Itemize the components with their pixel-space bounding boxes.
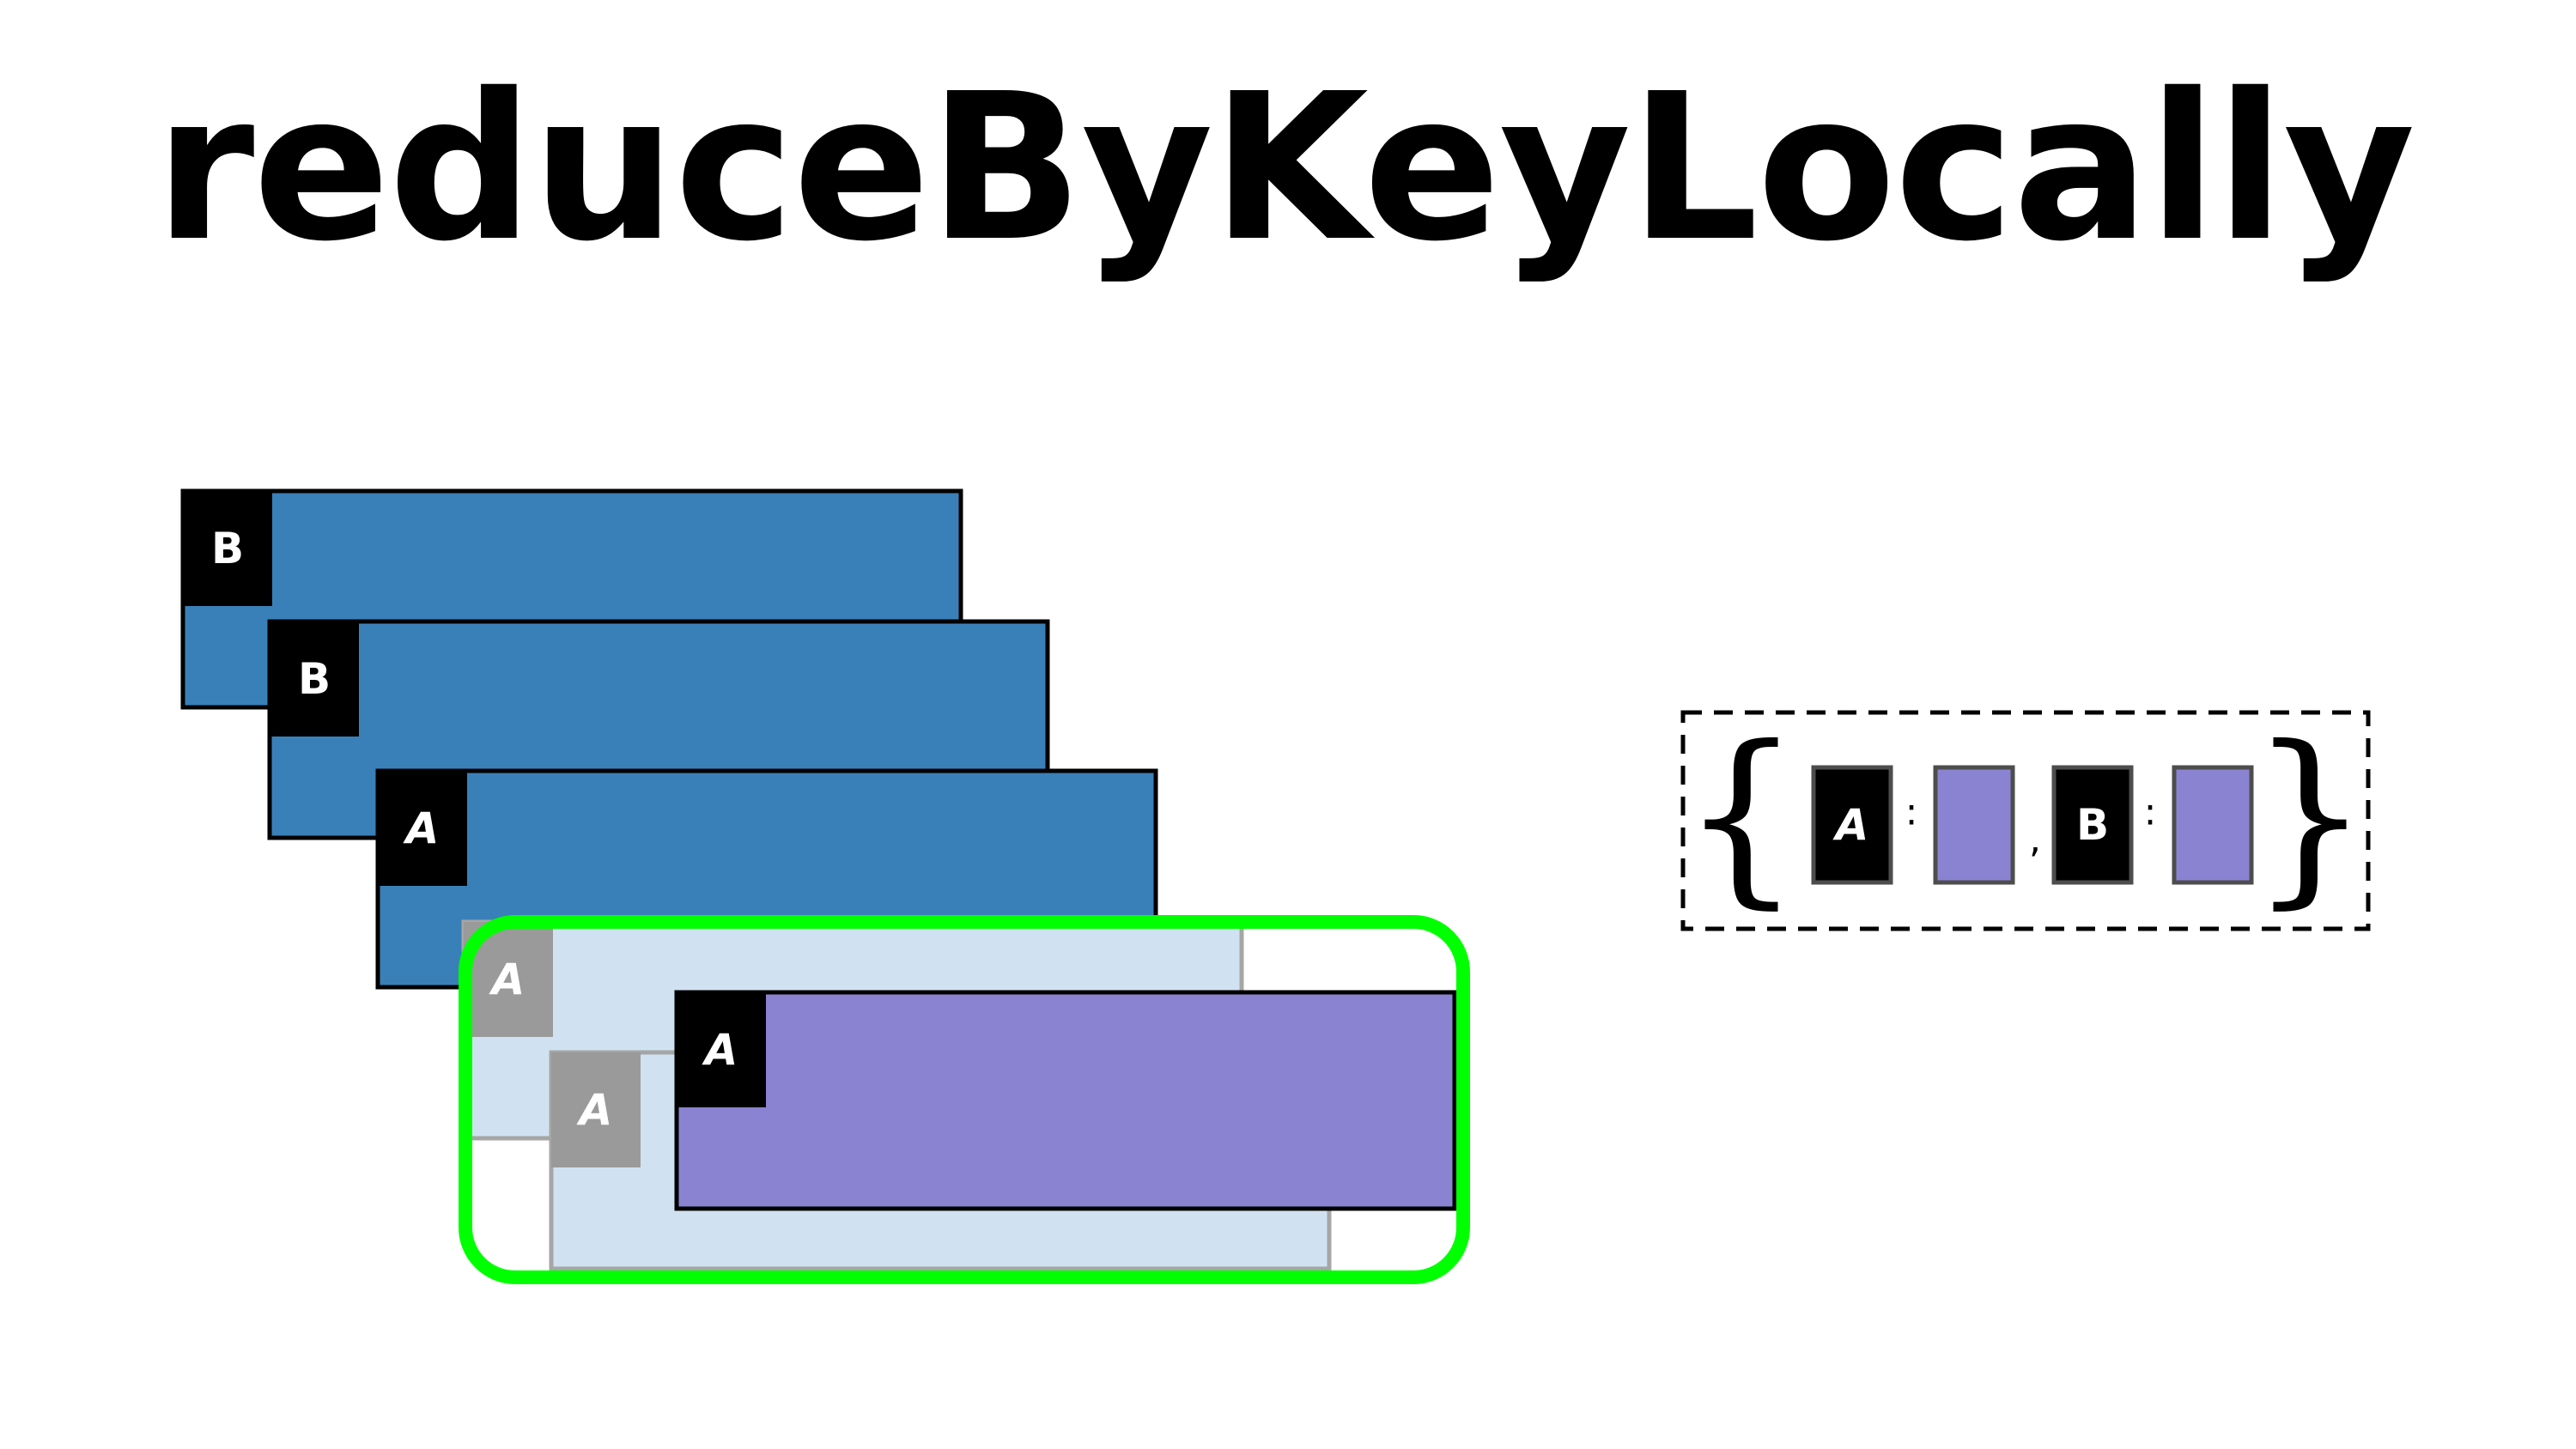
map-key-label-b: B	[2076, 800, 2109, 850]
map-separator-b: :	[2144, 791, 2157, 834]
map-key-box-a	[1811, 765, 1893, 885]
open-brace: {	[1681, 706, 1801, 925]
result-map-border	[1680, 710, 2371, 931]
key-box	[270, 621, 359, 737]
map-separator-a: :	[1905, 791, 1918, 834]
map-value-box-a	[1933, 765, 2015, 885]
map-key-box-b	[2051, 765, 2134, 885]
close-brace: }	[2250, 706, 2370, 925]
slide-title: reduceByKeyLocally	[155, 50, 2415, 286]
key-label: A	[702, 1025, 738, 1075]
reduced-record: A	[674, 990, 1457, 1211]
map-value-box-b	[2172, 765, 2254, 885]
result-map: { } A : , B :	[1680, 706, 2371, 931]
key-label: A	[489, 955, 526, 1004]
key-label: B	[298, 654, 331, 704]
key-label: A	[403, 803, 440, 853]
key-label: B	[211, 524, 244, 573]
map-key-label-a: A	[1832, 800, 1869, 850]
reduce-highlight-frame	[459, 915, 1470, 1284]
key-box	[677, 992, 766, 1107]
key-box	[378, 771, 467, 886]
map-comma: ,	[2029, 818, 2041, 862]
key-box	[551, 1052, 641, 1167]
key-box	[183, 491, 272, 606]
key-label: A	[576, 1085, 613, 1135]
record-body	[674, 990, 1457, 1211]
